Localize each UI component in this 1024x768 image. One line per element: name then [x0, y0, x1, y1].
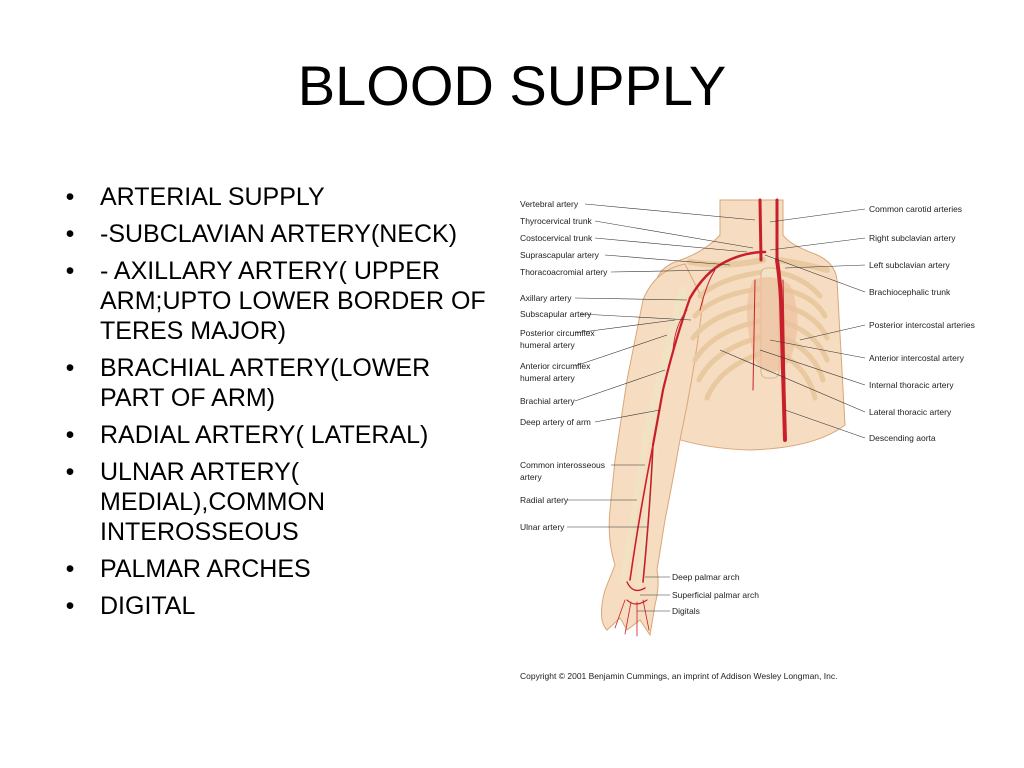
- bullet-dot: •: [65, 257, 75, 285]
- label-suprascapular-artery: Suprascapular artery: [520, 250, 600, 260]
- label-axillary-artery: Axillary artery: [520, 293, 572, 303]
- bullet-text: -SUBCLAVIAN ARTERY(NECK): [100, 220, 458, 248]
- bullet-text: RADIAL ARTERY( LATERAL): [100, 421, 429, 449]
- bullet-dot: •: [65, 592, 75, 620]
- label-ulnar-artery: Ulnar artery: [520, 522, 565, 532]
- label-posterior-intercostal-arteries: Posterior intercostal arteries: [869, 320, 975, 330]
- label-internal-thoracic-artery: Internal thoracic artery: [869, 380, 954, 390]
- label-anterior-circumflex-2: humeral artery: [520, 373, 576, 383]
- label-vertebral-artery: Vertebral artery: [520, 199, 579, 209]
- label-digitals: Digitals: [672, 606, 700, 616]
- bullet-text: BRACHIAL ARTERY(LOWER PART OF ARM): [100, 354, 431, 412]
- slide-title: BLOOD SUPPLY: [297, 54, 727, 117]
- label-anterior-intercostal-artery: Anterior intercostal artery: [869, 353, 965, 363]
- bullet-list: • ARTERIAL SUPPLY • -SUBCLAVIAN ARTERY(NEC…: [60, 182, 500, 628]
- bullet-item: • DIGITAL: [60, 591, 500, 621]
- bullet-dot: •: [65, 220, 75, 248]
- bullet-item: • ARTERIAL SUPPLY: [60, 182, 500, 212]
- clavicle: [776, 257, 830, 273]
- bullet-dot: •: [65, 458, 75, 486]
- label-posterior-circumflex: Posterior circumflex: [520, 328, 595, 338]
- arteries: [614, 198, 787, 637]
- label-costocervical-trunk: Costocervical trunk: [520, 233, 593, 243]
- bullet-dot: •: [65, 555, 75, 583]
- label-brachial-artery: Brachial artery: [520, 396, 576, 406]
- copyright-text: Copyright © 2001 Benjamin Cummings, an i…: [520, 671, 837, 681]
- bullet-text: DIGITAL: [100, 592, 196, 620]
- leader-lines: [567, 203, 866, 612]
- label-anterior-circumflex: Anterior circumflex: [520, 361, 591, 371]
- label-lateral-thoracic-artery: Lateral thoracic artery: [869, 407, 952, 417]
- bullet-dot: •: [65, 421, 75, 449]
- label-right-subclavian-artery: Right subclavian artery: [869, 233, 956, 243]
- label-deep-artery-of-arm: Deep artery of arm: [520, 417, 591, 427]
- label-deep-palmar-arch: Deep palmar arch: [672, 572, 740, 582]
- label-brachiocephalic-trunk: Brachiocephalic trunk: [869, 287, 951, 297]
- label-descending-aorta: Descending aorta: [869, 433, 936, 443]
- bullet-item: • -SUBCLAVIAN ARTERY(NECK): [60, 219, 500, 249]
- bullet-item: • - AXILLARY ARTERY( UPPER ARM;UPTO LOWER…: [60, 256, 500, 346]
- label-common-interosseous-2: artery: [520, 472, 542, 482]
- bullet-item: • RADIAL ARTERY( LATERAL): [60, 420, 500, 450]
- bullet-item: • ULNAR ARTERY( MEDIAL),COMMON INTEROSSEO…: [60, 457, 500, 547]
- label-common-carotid-arteries: Common carotid arteries: [869, 204, 962, 214]
- bullet-dot: •: [65, 354, 75, 382]
- label-posterior-circumflex-2: humeral artery: [520, 340, 576, 350]
- label-thoracoacromial-artery: Thoracoacromial artery: [520, 267, 608, 277]
- label-left-subclavian-artery: Left subclavian artery: [869, 260, 951, 270]
- label-thyrocervical-trunk: Thyrocervical trunk: [520, 216, 593, 226]
- anatomy-illustration: Vertebral artery Thyrocervical trunk Cos…: [520, 198, 975, 681]
- label-radial-artery: Radial artery: [520, 495, 569, 505]
- bullet-text: PALMAR ARCHES: [100, 555, 311, 583]
- label-common-interosseous: Common interosseous: [520, 460, 605, 470]
- humerus-bone: [640, 285, 688, 445]
- bullet-text: - AXILLARY ARTERY( UPPER ARM;UPTO LOWER …: [100, 257, 486, 345]
- label-subscapular-artery: Subscapular artery: [520, 309, 592, 319]
- bullet-dot: •: [65, 183, 75, 211]
- label-superficial-palmar-arch: Superficial palmar arch: [672, 590, 759, 600]
- arterial-anatomy-figure: Vertebral artery Thyrocervical trunk Cos…: [515, 190, 985, 690]
- bullet-item: • PALMAR ARCHES: [60, 554, 500, 584]
- bullet-text: ULNAR ARTERY( MEDIAL),COMMON INTEROSSEOU…: [100, 458, 325, 546]
- heart: [746, 276, 798, 373]
- bullet-text: ARTERIAL SUPPLY: [100, 183, 325, 211]
- bullet-item: • BRACHIAL ARTERY(LOWER PART OF ARM): [60, 353, 500, 413]
